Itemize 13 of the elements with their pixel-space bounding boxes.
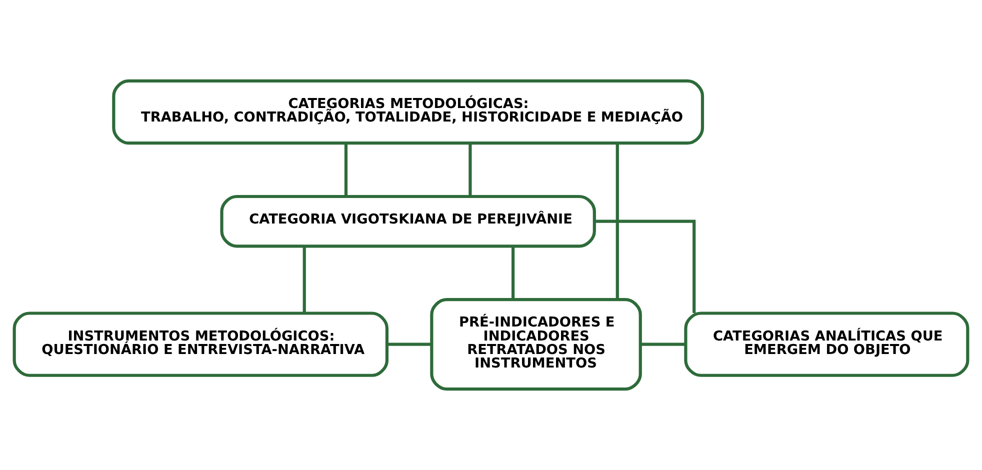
connector: [468, 144, 472, 196]
connector: [616, 143, 619, 300]
connector: [344, 144, 348, 196]
connector: [302, 246, 306, 313]
node-box: CATEGORIAS ANALÍTICAS QUE EMERGEM DO OBJETO: [684, 312, 970, 377]
node-box: CATEGORIAS METODOLÓGICAS: TRABALHO, CONTRADIÇÃO, TOTALIDADE, HISTORICIDADE E MEDIAÇÃO: [112, 79, 704, 145]
connector: [640, 342, 686, 346]
node-box: INSTRUMENTOS METODOLÓGICOS: QUESTIONÁRIO E ENTREVISTA-NARRATIVA: [12, 312, 389, 377]
connector: [512, 246, 515, 300]
node-box: CATEGORIA VIGOTSKIANA DE PEREJIVÂNIE: [220, 194, 596, 248]
connector: [386, 342, 432, 346]
node-box: PRÉ-INDICADORES E INDICADORES RETRATADOS NOS INSTRUMENTOS: [430, 298, 642, 391]
connector: [594, 220, 696, 313]
